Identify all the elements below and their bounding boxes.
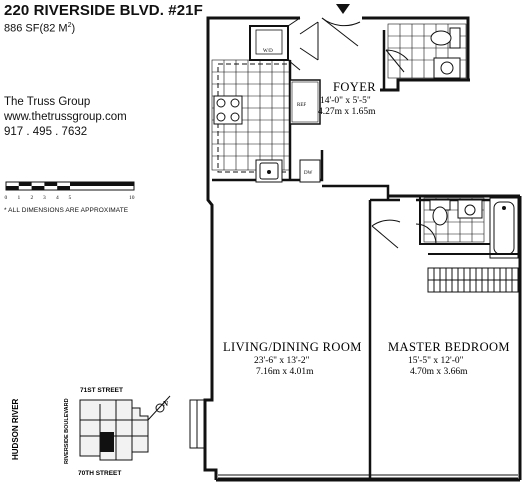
street-north-label: 71ST STREET [80, 387, 123, 394]
agent-website: www.thetrussgroup.com [4, 111, 127, 123]
building-outline [79, 399, 149, 461]
bathtub [489, 197, 519, 259]
area-superscript: 2 [67, 22, 72, 29]
dimensions-note: * ALL DIMENSIONS ARE APPROXIMATE [4, 207, 129, 214]
scale-tick-0: 0 [5, 195, 8, 201]
entry-arrow-icon [336, 4, 350, 14]
master-bath-walls [419, 196, 520, 245]
area-value: 886 SF(82 M [4, 22, 68, 35]
room-bedroom-imperial: 15'-5" x 12'-0" [408, 356, 464, 366]
master-bath-door [415, 223, 437, 245]
closet-doors [299, 21, 319, 61]
bathroom-1-tiles [387, 23, 467, 79]
area-close: ) [71, 22, 76, 35]
street-south-label: 70TH STREET [78, 470, 121, 477]
north-letter: N [163, 400, 168, 408]
north-arrow-icon: N [147, 395, 171, 421]
scale-tick-2: 2 [31, 195, 34, 201]
dishwasher: DW [299, 159, 321, 183]
toilet-2 [429, 199, 451, 226]
ref-label: REF [297, 103, 306, 108]
scale-tick-10: 10 [129, 195, 135, 201]
unit-location-marker [100, 432, 114, 452]
bedroom-closet [427, 267, 519, 293]
window-strip [218, 474, 518, 479]
refrigerator: REF [289, 79, 321, 125]
scale-tick-3: 3 [43, 195, 46, 201]
listing-title: 220 RIVERSIDE BLVD. #21F [4, 2, 203, 19]
agent-block: The Truss Group www.thetrussgroup.com 91… [4, 95, 127, 140]
scale-tick-5: 5 [69, 195, 72, 201]
bath-sink-1 [433, 57, 461, 79]
river-label: HUDSON RIVER [11, 398, 20, 460]
wd-label: W/D [263, 49, 273, 54]
entry-door [321, 17, 361, 47]
agent-name: The Truss Group [4, 96, 91, 108]
scale-bar: 0 1 2 3 4 5 10 [5, 181, 135, 201]
scale-tick-4: 4 [56, 195, 59, 201]
kitchen-sink [255, 159, 283, 183]
toilet-1 [430, 27, 461, 49]
room-foyer-metric: 4.27m x 1.65m [318, 107, 376, 117]
room-living-imperial: 23'-6" x 13'-2" [254, 356, 310, 366]
left-windows [189, 399, 205, 449]
room-living-name: LIVING/DINING ROOM [223, 340, 362, 354]
room-living-metric: 7.16m x 4.01m [256, 367, 314, 377]
stove [213, 95, 243, 125]
bathroom-1-door [385, 49, 409, 73]
location-map: 71ST STREET 70TH STREET HUDSON RIVER RIV… [11, 387, 171, 477]
room-foyer-name: FOYER [333, 80, 376, 94]
agent-phone: 917 . 495 . 7632 [4, 126, 88, 138]
room-bedroom-metric: 4.70m x 3.66m [410, 367, 468, 377]
room-foyer-imperial: 14'-0" x 5'-5" [320, 96, 371, 106]
bath-sink-2 [457, 199, 483, 219]
boulevard-label: RIVERSIDE BOULEVARD [64, 398, 70, 464]
room-bedroom-name: MASTER BEDROOM [388, 340, 510, 354]
dw-label: DW [304, 171, 313, 176]
scale-tick-1: 1 [18, 195, 21, 201]
bedroom-door [371, 219, 401, 249]
washer-dryer: W/D [249, 17, 301, 71]
listing-area: 886 SF(82 M2) [4, 22, 75, 35]
